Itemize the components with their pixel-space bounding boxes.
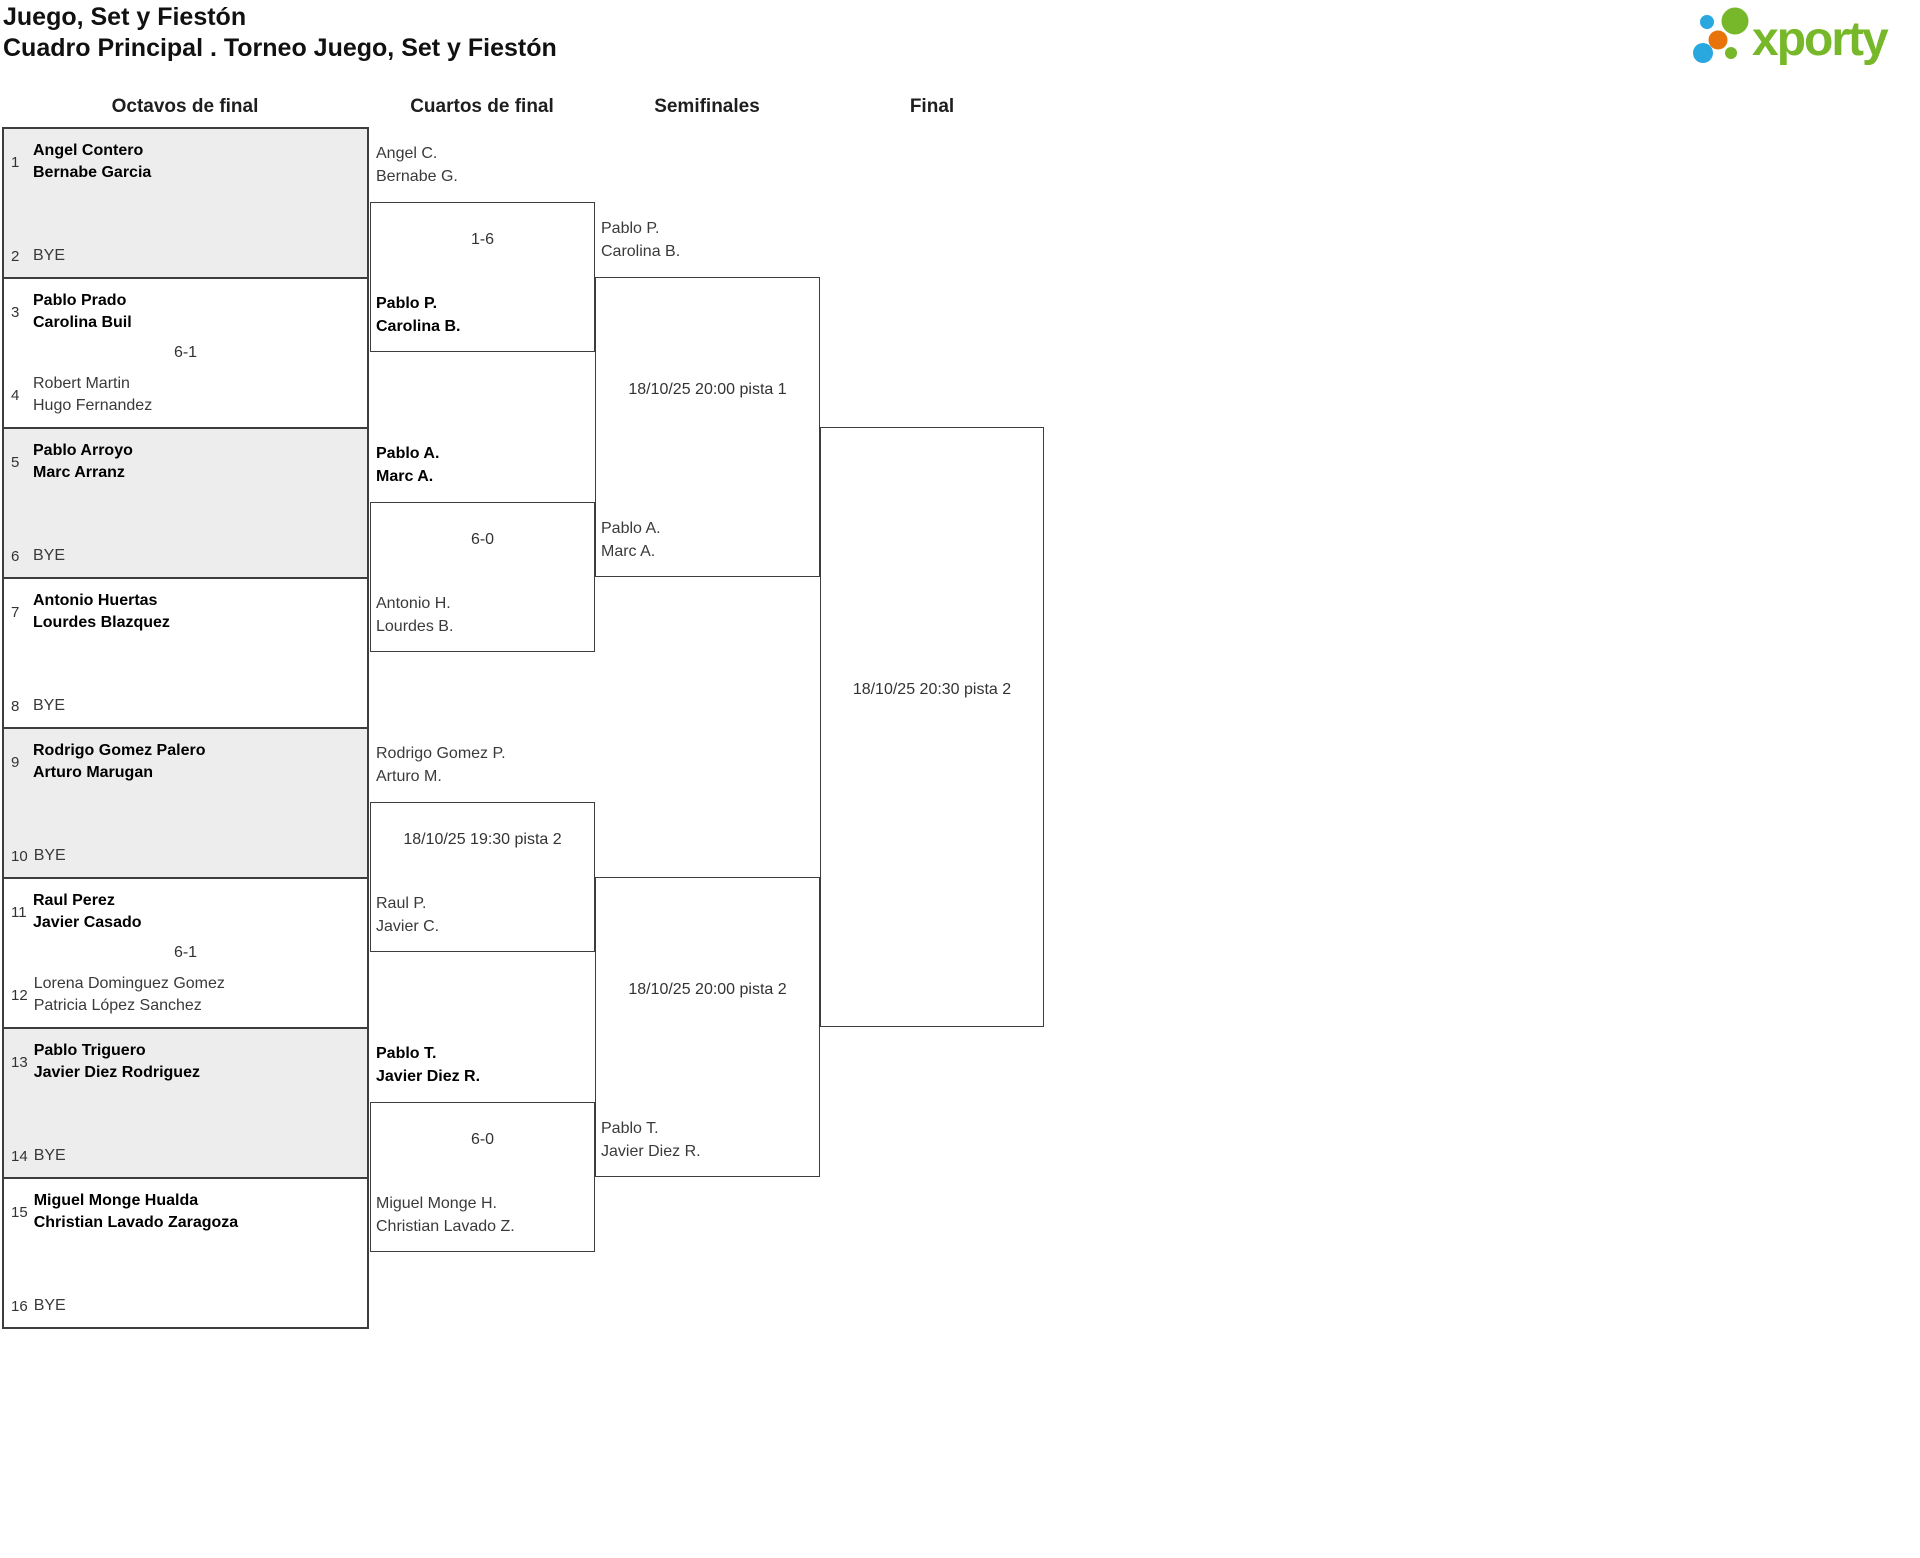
qf1-score: 1-6	[470, 231, 495, 248]
seed-number: 1	[11, 153, 20, 171]
team-entry: 14 BYE	[11, 1145, 363, 1167]
qf1-top-participant: Angel C.Bernabe G.	[376, 145, 458, 185]
seed-number: 8	[11, 697, 20, 715]
seed-number: 5	[11, 453, 20, 471]
seed-number: 16	[11, 1297, 28, 1315]
team-entry: 2 BYE	[11, 245, 363, 267]
page-header: Juego, Set y Fiestón Cuadro Principal . …	[3, 2, 557, 64]
logo-dots-icon	[1693, 7, 1749, 63]
seed-number: 6	[11, 547, 20, 565]
team-name: BYE	[33, 547, 66, 564]
qf2-top-participant: Pablo A.Marc A.	[376, 445, 440, 485]
team-entry: 8 BYE	[11, 695, 363, 717]
seed-number: 14	[11, 1147, 28, 1165]
qf3-bottom-participant: Raul P.Javier C.	[376, 895, 440, 935]
seed-number: 10	[11, 847, 28, 865]
sf1-schedule: 18/10/25 20:00 pista 1	[628, 381, 787, 398]
match-box-sf-2[interactable]	[595, 877, 820, 1177]
column-header-cuartos: Cuartos de final	[410, 96, 554, 117]
tournament-title: Juego, Set y Fiestón	[3, 3, 247, 31]
seed-number: 13	[11, 1053, 28, 1071]
column-header-final: Final	[909, 96, 955, 117]
qf4-bottom-participant: Miguel Monge H.Christian Lavado Z.	[376, 1195, 515, 1235]
sf1-top-participant: Pablo P.Carolina B.	[601, 220, 681, 260]
qf2-bottom-participant: Antonio H.Lourdes B.	[376, 595, 454, 635]
qf4-score: 6-0	[470, 1131, 495, 1148]
match-box-qf-1[interactable]	[370, 202, 595, 352]
qf2-score: 6-0	[470, 531, 495, 548]
bracket-subtitle: Cuadro Principal . Torneo Juego, Set y F…	[3, 34, 557, 62]
qf3-top-participant: Rodrigo Gomez P.Arturo M.	[376, 745, 506, 785]
match-box-qf-4[interactable]	[370, 1102, 595, 1252]
seed-number: 11	[11, 903, 27, 921]
seed-number: 15	[11, 1203, 28, 1221]
xporty-logo: xporty	[1693, 7, 1891, 66]
team-name: BYE	[33, 247, 66, 264]
qf1-bottom-participant: Pablo P.Carolina B.	[376, 295, 461, 335]
seed-number: 9	[11, 753, 20, 771]
seed-number: 4	[11, 386, 20, 404]
match-score: 6-1	[173, 944, 198, 961]
match-box-final[interactable]	[820, 427, 1044, 1027]
team-entry: 16 BYE	[11, 1295, 363, 1317]
qf3-schedule: 18/10/25 19:30 pista 2	[403, 831, 562, 848]
match-box-qf-3[interactable]	[370, 802, 595, 952]
seed-number: 2	[11, 247, 20, 265]
team-name: BYE	[33, 1147, 66, 1164]
team-name: BYE	[33, 697, 66, 714]
sf2-schedule: 18/10/25 20:00 pista 2	[628, 981, 787, 998]
seed-number: 7	[11, 603, 20, 621]
column-header-semifinales: Semifinales	[654, 96, 760, 117]
column-header-octavos: Octavos de final	[111, 96, 259, 117]
team-entry: 6 BYE	[11, 545, 363, 567]
team-entry: 10 BYE	[11, 845, 363, 867]
match-score: 6-1	[173, 344, 198, 361]
match-box-sf-1[interactable]	[595, 277, 820, 577]
team-name: BYE	[33, 847, 66, 864]
team-name: BYE	[33, 1297, 66, 1314]
seed-number: 12	[11, 986, 28, 1004]
seed-number: 3	[11, 303, 20, 321]
sf1-bottom-participant: Pablo A.Marc A.	[601, 520, 661, 560]
match-box-qf-2[interactable]	[370, 502, 595, 652]
qf4-top-participant: Pablo T.Javier Diez R.	[376, 1045, 481, 1085]
sf2-bottom-participant: Pablo T.Javier Diez R.	[601, 1120, 701, 1160]
final-schedule: 18/10/25 20:30 pista 2	[852, 681, 1012, 698]
logo-wordmark: xporty	[1752, 13, 1889, 66]
